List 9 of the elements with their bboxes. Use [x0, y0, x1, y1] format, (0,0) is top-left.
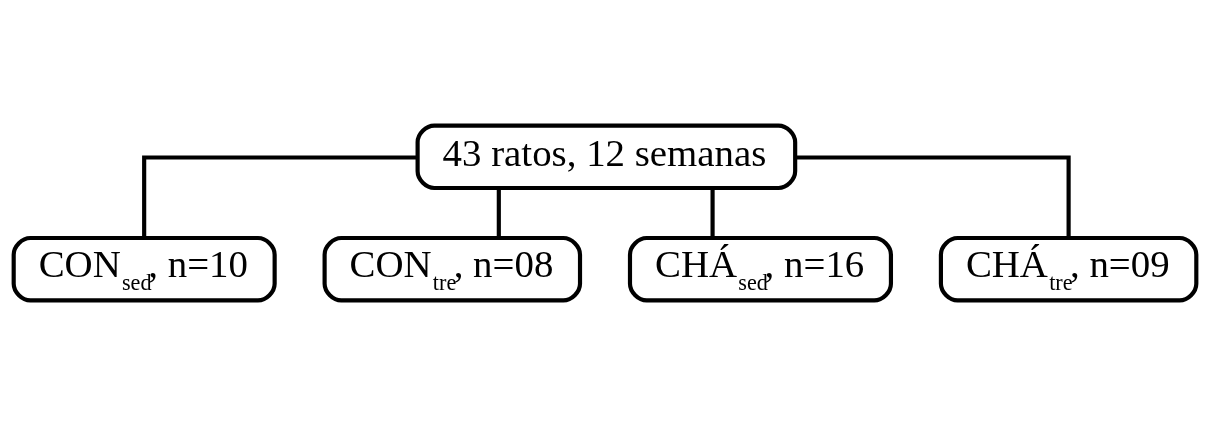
node-box: CON$_{sed}$, n=10	[11, 235, 277, 303]
connector	[496, 187, 501, 238]
connector	[142, 154, 418, 237]
connector	[795, 154, 1071, 237]
node-box: CHÁ$_{tre}$, n=09	[938, 235, 1199, 303]
node-box: 43 ratos, 12 semanas	[415, 122, 798, 190]
connector	[710, 187, 715, 238]
node-box: CON$_{tre}$, n=08	[322, 235, 583, 303]
node-box: CHÁ$_{sed}$, n=16	[627, 235, 894, 303]
